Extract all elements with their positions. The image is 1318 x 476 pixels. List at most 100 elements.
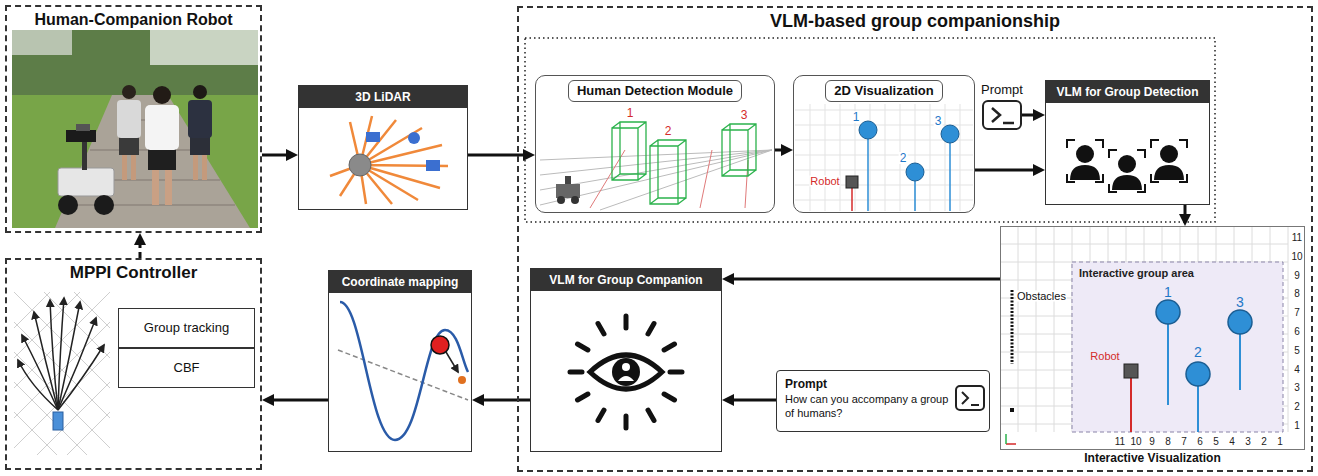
axis-tick: 6	[1196, 437, 1204, 447]
axis-tick: 3	[1293, 383, 1301, 393]
panel-ground	[1000, 226, 1305, 450]
process-box: Human Detection Module	[535, 75, 775, 213]
axis-tick: 10	[1290, 252, 1303, 262]
robot-base	[58, 168, 114, 196]
lidar-object	[426, 160, 440, 171]
point-cloud-lines	[540, 150, 772, 210]
box-header: 2D Visualization	[825, 80, 942, 102]
person-head	[193, 85, 207, 99]
person-shirt	[145, 105, 179, 150]
axis-tick: 9	[1293, 271, 1301, 281]
photo-path	[55, 95, 250, 228]
face-bracket	[1067, 140, 1103, 182]
lidar-rays	[330, 116, 448, 204]
robot-marker	[53, 412, 63, 430]
axis-tick: 8	[1293, 289, 1301, 299]
robot-marker	[846, 176, 858, 188]
axis-tick: 4	[1293, 365, 1301, 375]
icon-caption: Prompt	[981, 82, 1023, 98]
flow-arrow	[734, 278, 1000, 281]
axis-glyph	[1006, 443, 1016, 445]
human-marker	[941, 125, 959, 143]
face-bracket	[1151, 140, 1187, 182]
box-label: Group tracking	[144, 320, 229, 336]
face-head	[1118, 155, 1136, 173]
prompt-box: PromptHow can you accompany a group of h…	[776, 370, 990, 432]
axis-glyph	[1005, 434, 1007, 444]
robot-track	[1130, 378, 1132, 432]
prompt-heading: Prompt	[777, 371, 989, 391]
axis-tick: 6	[1293, 327, 1301, 337]
callout-number: 2	[1193, 345, 1203, 359]
photo-sky	[12, 30, 72, 55]
photo-trees	[12, 30, 258, 228]
axis-tick: 8	[1164, 437, 1172, 447]
flow-arrow	[468, 154, 523, 157]
process-box: 2D Visualization	[793, 75, 975, 213]
axis-tick: 3	[1244, 437, 1252, 447]
obstacle-label: Obstacles	[1016, 291, 1067, 302]
person-head	[122, 85, 136, 99]
prompt-icon: Prompt	[982, 100, 1022, 130]
human-marker	[1156, 300, 1180, 324]
robot-sensor	[76, 124, 90, 131]
face-shoulders	[1112, 175, 1142, 190]
callout-number: 3	[1235, 295, 1245, 309]
axis-tick: 5	[1212, 437, 1220, 447]
flow-arrow	[1184, 205, 1187, 214]
eye-person	[618, 376, 634, 381]
person-leg	[152, 165, 159, 205]
box-header: VLM for Group Detection	[1046, 81, 1209, 103]
flow-arrow	[1022, 114, 1033, 117]
robot-model	[556, 184, 580, 198]
axis-tick: 2	[1260, 437, 1268, 447]
robot-wheel	[58, 195, 78, 215]
lidar-object	[408, 132, 420, 144]
module-panel: VLM-based group companionshipHuman Detec…	[517, 6, 1313, 472]
face-bracket	[1109, 150, 1145, 192]
callout-number: 3	[934, 115, 943, 127]
robot-wheel	[571, 196, 579, 204]
callout-number: 1	[1163, 285, 1173, 299]
eye-person	[622, 363, 630, 371]
lidar-sensor	[349, 154, 371, 176]
mapping-arrow	[446, 352, 458, 372]
human-marker	[1186, 362, 1210, 386]
process-box: CBF	[118, 348, 255, 388]
detection-box	[612, 122, 646, 180]
callout-number: 2	[664, 125, 673, 137]
terminal-glyph	[992, 108, 1014, 123]
robot-photo	[12, 30, 258, 228]
axis-tick: 1	[1276, 437, 1284, 447]
box-label: CBF	[174, 360, 200, 376]
system-panel: Human-Companion Robot	[5, 5, 262, 233]
axis-tick: 5	[1293, 346, 1301, 356]
robot-wheel	[557, 196, 565, 204]
robot-laptop	[66, 130, 96, 142]
sensor-box: 3D LiDAR	[298, 85, 468, 210]
axis-tick: 11	[1291, 233, 1303, 243]
callout-number: 1	[852, 111, 861, 123]
prompt-text: How can you accompany a group of humans?	[777, 391, 989, 421]
target-point	[458, 376, 466, 384]
robot-sensor	[565, 176, 571, 184]
grid	[1000, 226, 1288, 432]
reference-line	[338, 350, 468, 400]
person-shirt	[117, 100, 141, 138]
person-leg	[165, 165, 172, 205]
obstacle-points	[1011, 290, 1014, 364]
model-box: VLM for Group Detection	[1045, 80, 1210, 205]
callout-number: 2	[899, 152, 908, 164]
face-shoulders	[1070, 165, 1100, 180]
axis-tick: 10	[1129, 437, 1142, 447]
eye-outline	[590, 355, 662, 389]
face-head	[1160, 145, 1178, 163]
eye-iris	[612, 358, 640, 386]
robot-track	[851, 188, 853, 211]
panel-title: MPPI Controller	[7, 260, 260, 283]
flow-arrow	[139, 245, 142, 258]
area-label: Interactive group area	[1078, 268, 1195, 279]
lidar-object	[366, 132, 380, 142]
